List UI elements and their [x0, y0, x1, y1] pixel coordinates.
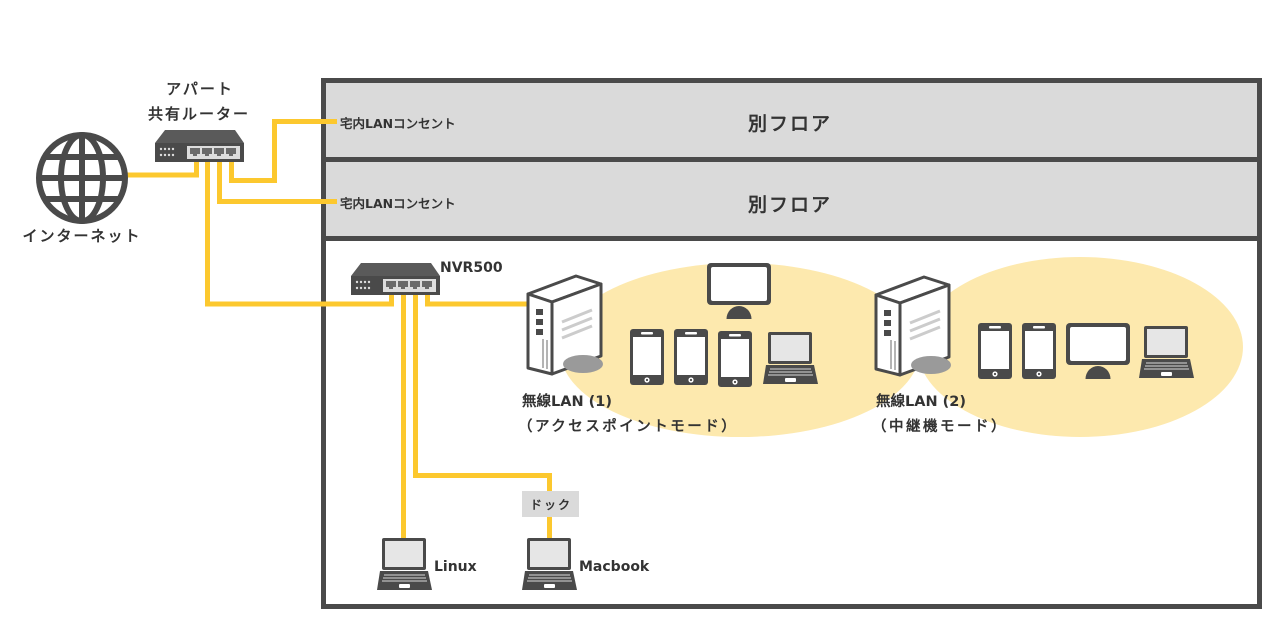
dock-label: ドック	[530, 498, 572, 512]
floor-2-outlet-label: 宅内LANコンセント	[340, 196, 456, 211]
wireless-1-name: 無線LAN (1)	[522, 392, 612, 410]
floor-1-outlet-label: 宅内LANコンセント	[340, 116, 456, 131]
dock-box	[522, 491, 579, 517]
cable-router-nvr	[205, 160, 394, 307]
router-icon	[155, 130, 244, 162]
floor-1-area	[324, 80, 1259, 159]
floor-2-area	[324, 159, 1259, 238]
nvr-router-icon	[351, 263, 440, 295]
macbook-label: Macbook	[579, 559, 650, 575]
wireless-1-mode: （アクセスポイントモード）	[518, 417, 738, 435]
cable-nvr-dock	[413, 292, 552, 492]
smartphone-icon	[978, 323, 1012, 379]
nvr-label: NVR500	[440, 260, 503, 276]
repeater-icon	[874, 275, 953, 377]
building-outline	[321, 78, 1262, 609]
dock: ドック	[522, 491, 579, 517]
laptop-icon	[762, 331, 819, 385]
smartphone-icon	[674, 329, 708, 385]
cables	[126, 119, 552, 541]
smartphone-icon	[718, 331, 752, 387]
wireless-2-name: 無線LAN (2)	[876, 392, 966, 410]
cable-router-outlet-1	[229, 119, 337, 183]
access-point-icon	[526, 274, 605, 376]
globe-icon	[36, 132, 128, 224]
macbook-laptop-icon	[521, 537, 578, 591]
floor-2-label: 別フロア	[748, 194, 832, 216]
cable-nvr-ap1	[425, 292, 531, 307]
wireless-2-mode: （中継機モード）	[872, 417, 1008, 435]
floor-1-label: 別フロア	[748, 113, 832, 135]
linux-label: Linux	[434, 559, 477, 575]
smartphone-icon	[1022, 323, 1056, 379]
internet-label: インターネット	[22, 227, 141, 245]
cable-internet-router	[126, 160, 199, 178]
router-label-line2: 共有ルーター	[148, 105, 250, 123]
linux-laptop-icon	[376, 537, 433, 591]
smartphone-icon	[630, 329, 664, 385]
laptop-icon	[1138, 325, 1195, 379]
cable-router-outlet-2	[217, 160, 337, 204]
router-label-line1: アパート	[166, 80, 234, 98]
